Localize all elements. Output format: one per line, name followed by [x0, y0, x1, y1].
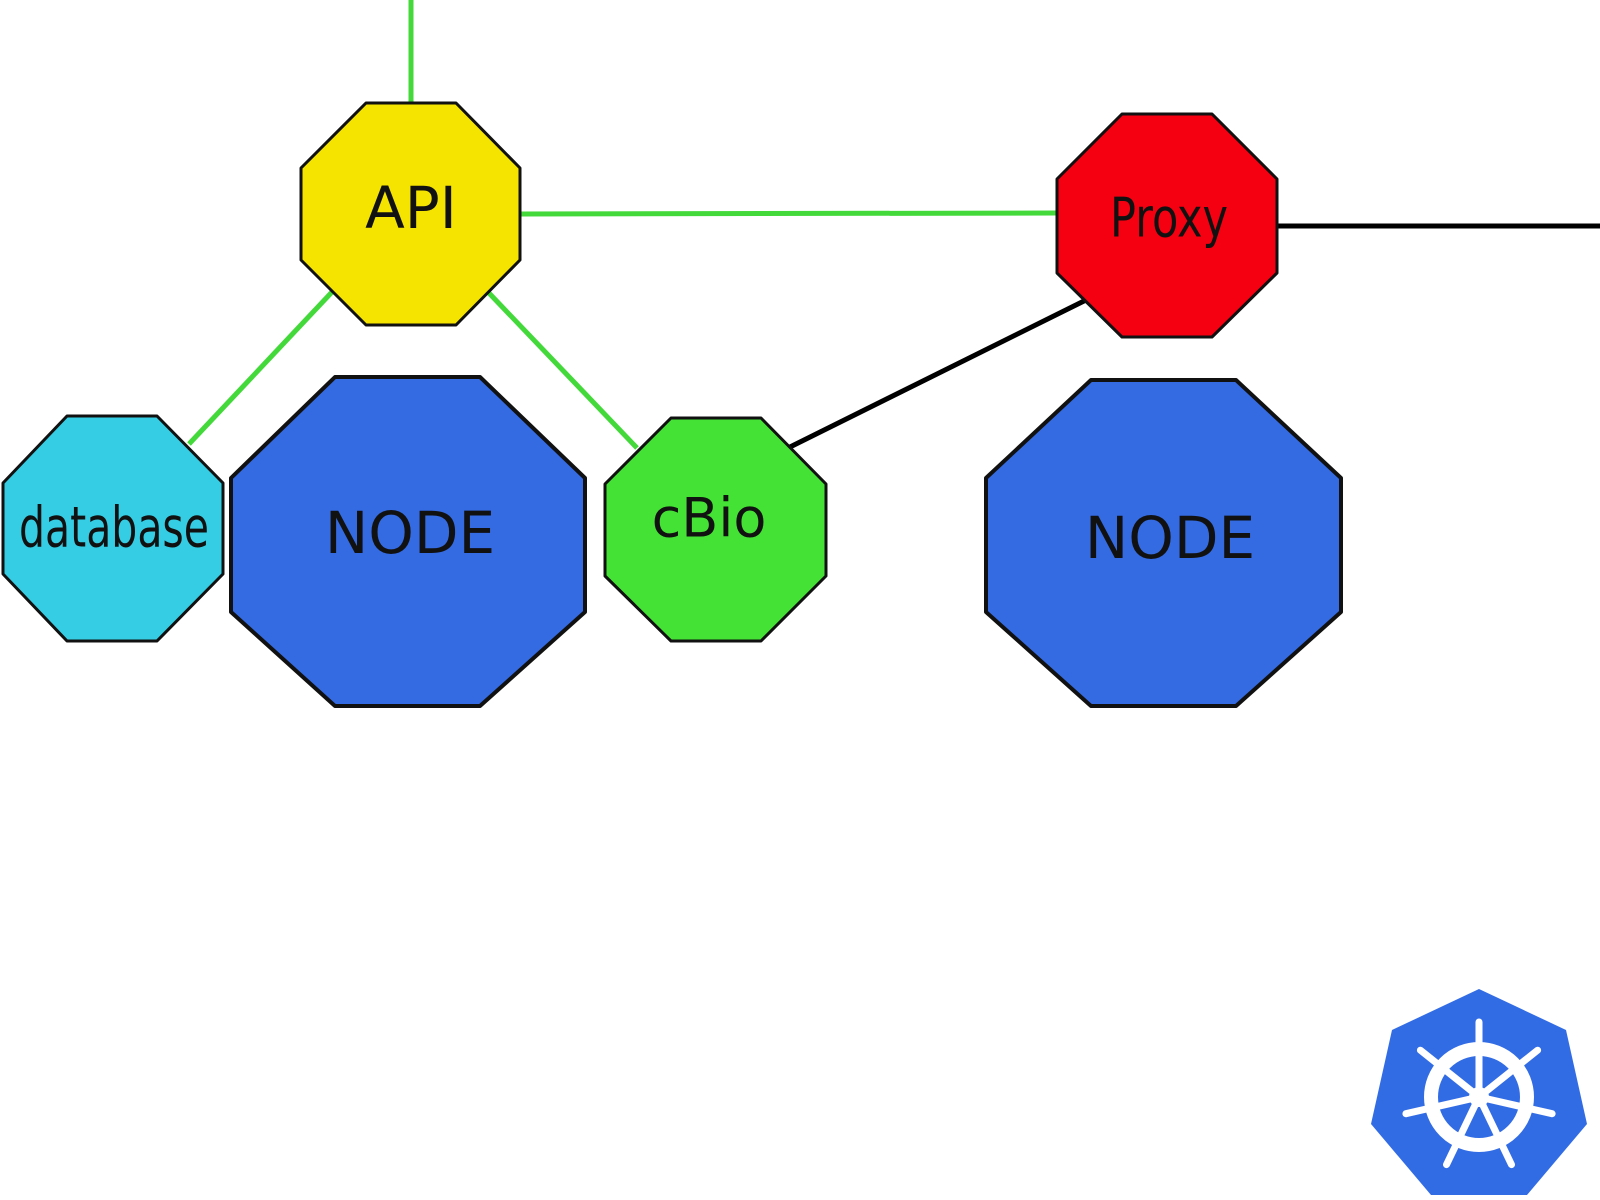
node-left-node-shape — [229, 375, 587, 708]
node-right-node-label: NODE — [1085, 504, 1255, 572]
node-database[interactable]: database — [1, 414, 225, 643]
node-left-node-label: NODE — [325, 499, 495, 567]
edge-layer — [187, 0, 1600, 450]
node-cbio-shape — [603, 416, 828, 643]
node-proxy-shape — [1055, 112, 1279, 339]
node-database-shape — [1, 414, 225, 643]
node-right-node[interactable]: NODE — [984, 378, 1343, 708]
node-api-shape — [299, 101, 522, 327]
node-cbio-label: cBio — [652, 487, 767, 550]
edge-api-to-database — [187, 290, 334, 446]
edge-api-to-cbio — [486, 290, 639, 450]
node-right-node-shape — [984, 378, 1343, 708]
node-left-node[interactable]: NODE — [229, 375, 587, 708]
node-api-label: API — [365, 174, 457, 242]
node-proxy[interactable]: Proxy — [1055, 112, 1279, 339]
node-api[interactable]: API — [299, 101, 522, 327]
edge-api-to-proxy — [519, 210, 1059, 217]
node-database-label: database — [19, 496, 209, 561]
node-cbio[interactable]: cBio — [603, 416, 828, 643]
edge-proxy-to-cbio — [788, 297, 1088, 450]
node-proxy-label: Proxy — [1110, 187, 1228, 250]
helm-wheel-icon — [1402, 1018, 1556, 1169]
kubernetes-logo — [1371, 989, 1587, 1195]
